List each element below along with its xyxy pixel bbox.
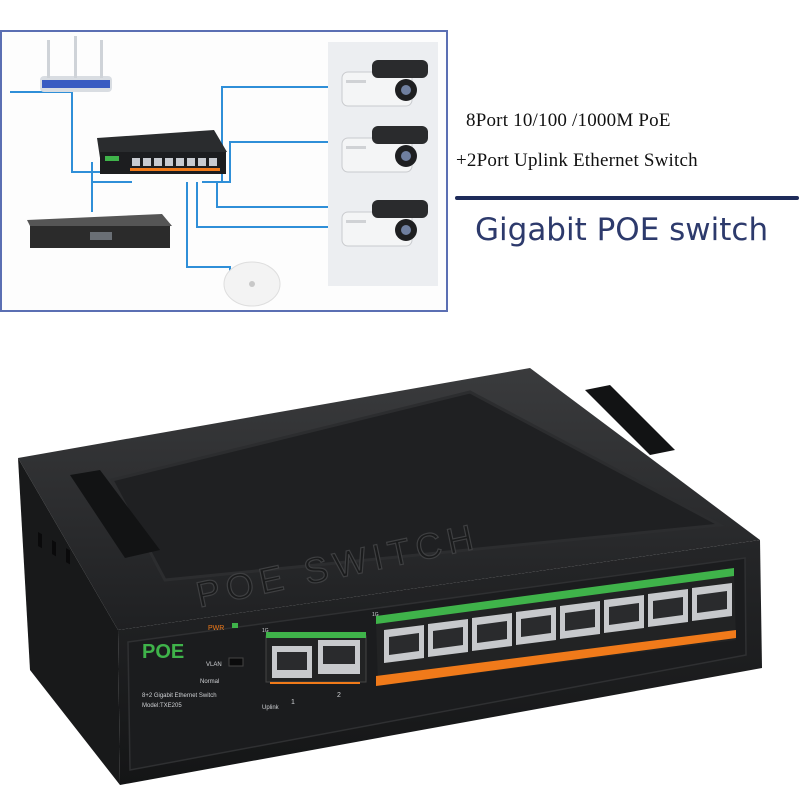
poe-port-group: 1G	[372, 568, 736, 686]
pwr-label: PWR	[208, 625, 224, 632]
poe-port-2[interactable]	[428, 619, 468, 657]
poe-port-6[interactable]	[604, 595, 644, 633]
feature-line-1: 8Port 10/100 /1000M PoE	[466, 110, 671, 131]
poe-port-4[interactable]	[516, 607, 556, 645]
poe-port-5[interactable]	[560, 601, 600, 639]
feature-line-2: +2Port Uplink Ethernet Switch	[456, 150, 698, 171]
switch-left-side	[18, 458, 120, 785]
poe-port-8[interactable]	[692, 583, 732, 621]
uplink-port-1[interactable]	[272, 646, 312, 678]
headline: Gigabit POE switch	[475, 212, 769, 248]
network-diagram-drawing	[10, 36, 332, 307]
poe-switch-photo: POE SWITCH POE PWR VLAN Normal 8+2 Gigab…	[0, 340, 800, 800]
poe-port-7[interactable]	[648, 589, 688, 627]
uplink-label: Uplink	[262, 705, 280, 711]
uplink-speed-label: 1G	[262, 628, 269, 634]
access-point-icon	[223, 261, 281, 307]
vlan-label: VLAN	[206, 662, 222, 668]
poe-port-3[interactable]	[472, 613, 512, 651]
router-icon	[40, 36, 112, 92]
poe-speed-label: 1G	[372, 612, 379, 618]
poe-switch-small-icon	[97, 130, 227, 174]
pwr-led	[232, 623, 238, 628]
security-camera-icon	[341, 200, 428, 247]
switch-description: 8+2 Gigabit Ethernet Switch	[142, 693, 217, 699]
camera-panel	[328, 42, 438, 286]
uplink-1-label: 1	[291, 699, 295, 706]
uplink-port-group: 1G Uplink 1 2	[262, 628, 367, 711]
uplink-2-label: 2	[337, 692, 341, 699]
network-cables	[10, 86, 332, 280]
nvr-recorder-icon	[27, 214, 172, 248]
security-camera-icon	[341, 60, 428, 107]
poe-port-1[interactable]	[384, 625, 424, 663]
divider	[455, 196, 799, 200]
model-label: Model:TXE205	[142, 703, 182, 709]
vlan-toggle-switch[interactable]	[228, 657, 244, 667]
security-camera-icon	[341, 126, 428, 173]
uplink-port-2[interactable]	[318, 640, 360, 674]
normal-label: Normal	[200, 679, 219, 685]
brand-label: POE	[142, 641, 184, 663]
poe-switch-drawing: POE SWITCH POE PWR VLAN Normal 8+2 Gigab…	[18, 368, 762, 785]
